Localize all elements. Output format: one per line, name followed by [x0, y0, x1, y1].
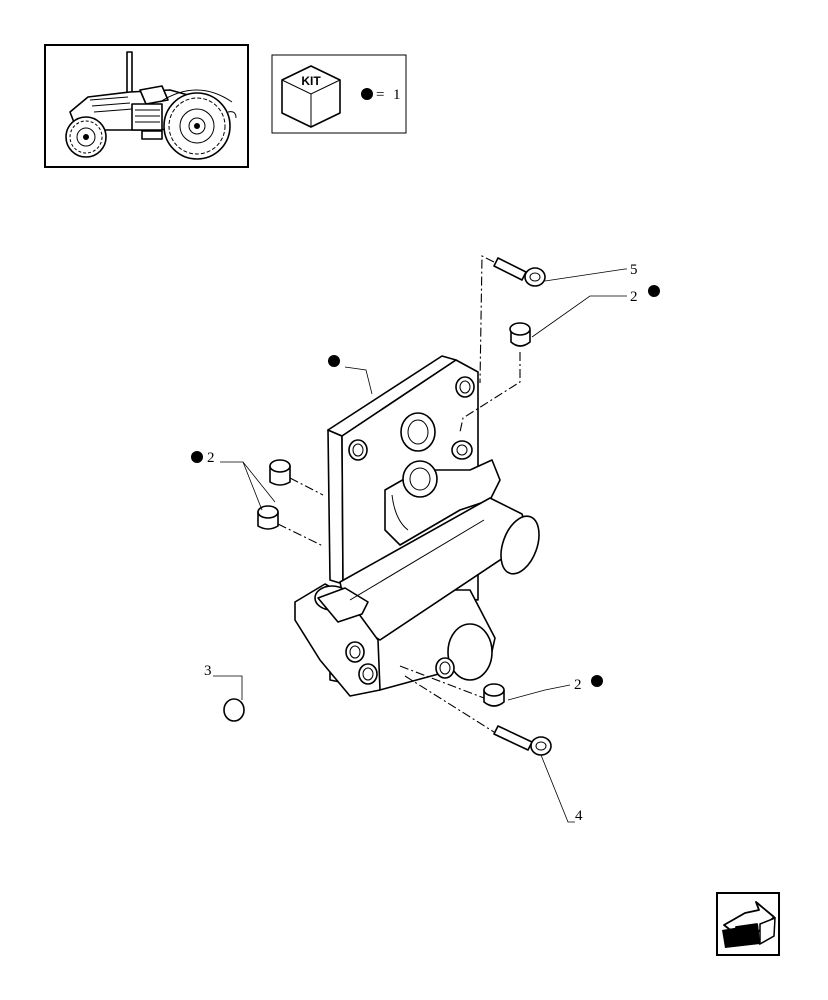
- plug-bottom: [483, 683, 505, 707]
- kit-label: KIT: [301, 74, 321, 88]
- plug-top: [509, 322, 531, 347]
- valve-support-housing: [294, 355, 540, 697]
- callout-3: 3: [204, 663, 212, 679]
- cap-screw-bottom: [493, 725, 552, 756]
- leader-lines: [213, 268, 627, 823]
- cap-plug: [223, 698, 245, 722]
- cap-screw-top: [493, 257, 546, 287]
- kit-marker-dot: [648, 285, 660, 297]
- plug-left-lower: [257, 505, 279, 530]
- kit-marker-dot: [591, 675, 603, 687]
- kit-legend: KIT = 1: [271, 54, 407, 134]
- kit-equals-sign: =: [376, 87, 384, 103]
- callout-2-bottom: 2: [574, 677, 582, 693]
- next-page-arrow-icon[interactable]: [716, 892, 780, 956]
- callout-4: 4: [575, 808, 583, 824]
- assembly-lines: [277, 255, 521, 733]
- tractor-thumbnail[interactable]: [44, 44, 249, 168]
- callout-2-top: 2: [630, 289, 638, 305]
- kit-quantity: 1: [393, 87, 401, 103]
- kit-marker-dot: [361, 88, 373, 100]
- kit-marker-dot: [328, 355, 340, 367]
- plug-left-upper: [269, 459, 291, 486]
- callout-5: 5: [630, 262, 638, 278]
- kit-marker-dot: [191, 451, 203, 463]
- kit-box-icon: KIT: [281, 65, 341, 128]
- callout-2-left: 2: [207, 450, 215, 466]
